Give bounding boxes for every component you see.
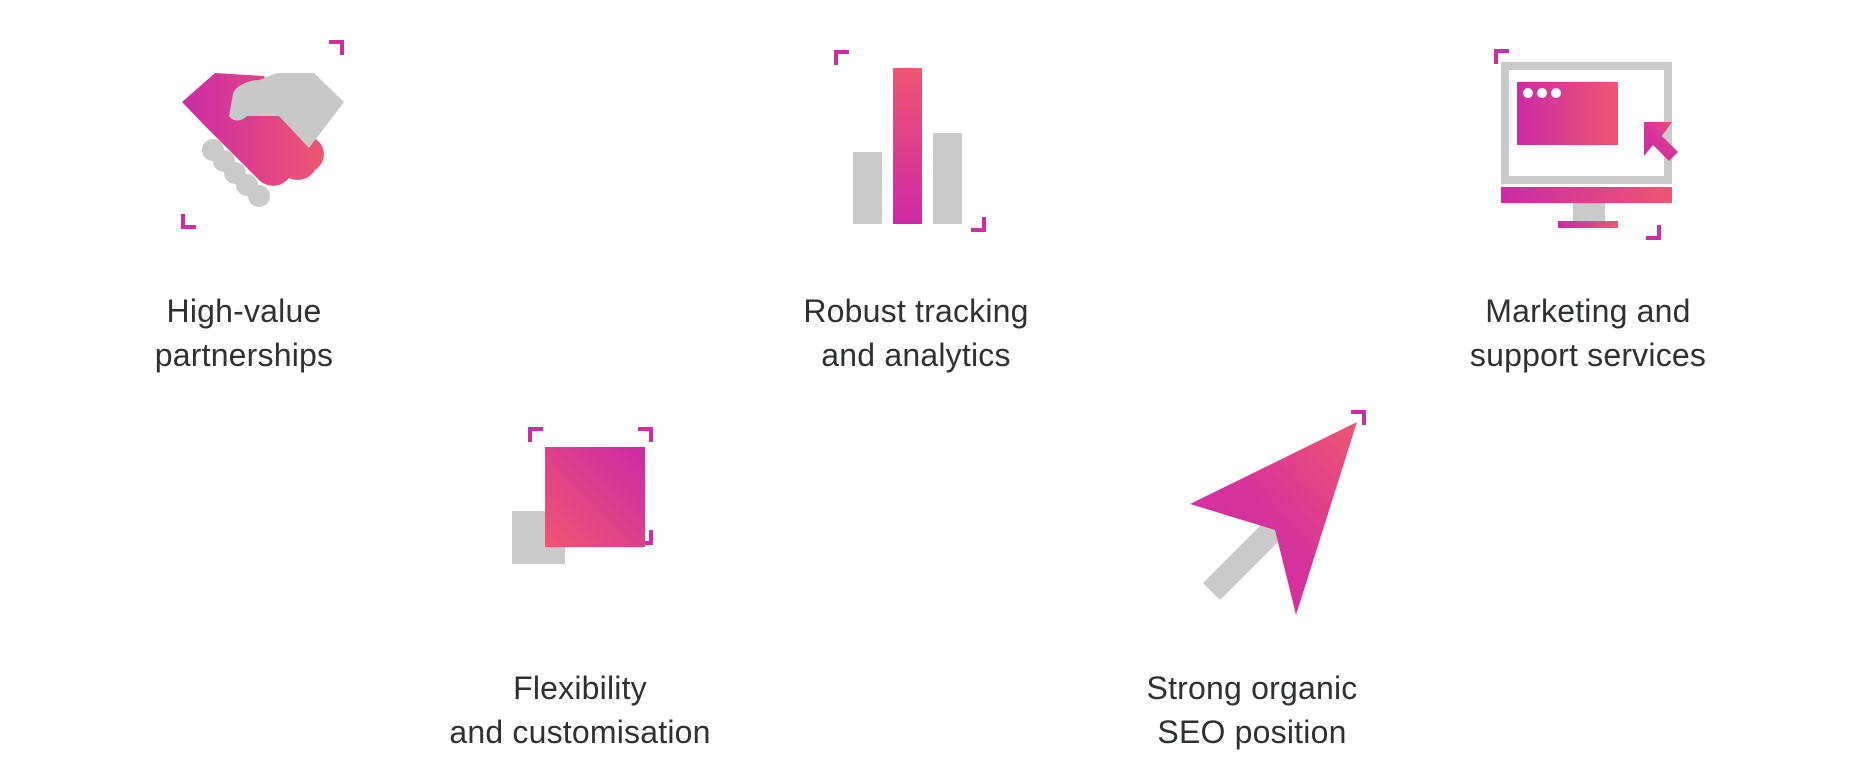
feature-title-line2: SEO position [1157,714,1347,750]
feature-label: Flexibility and customisation [400,666,760,754]
feature-label: Marketing and support services [1408,289,1768,377]
monitor-cursor-icon [1494,49,1678,240]
feature-title-line2: partnerships [154,337,334,373]
feature-title-line1: High-value [166,293,322,329]
bar-chart-icon [834,50,986,232]
feature-title-line2: and analytics [821,337,1011,373]
feature-marketing: Marketing and support services [1408,0,1768,390]
arrow-pointer-icon [1190,410,1366,615]
feature-label: High-value partnerships [64,289,424,377]
overlapping-squares-icon [512,427,653,564]
feature-title-line2: support services [1469,337,1707,373]
feature-tracking: Robust tracking and analytics [736,0,1096,390]
handshake-icon [181,40,344,229]
feature-seo: Strong organic SEO position [1072,400,1432,778]
feature-title-line1: Marketing and [1485,293,1691,329]
feature-title-line1: Robust tracking [803,293,1029,329]
feature-flexibility: Flexibility and customisation [400,400,760,778]
feature-label: Robust tracking and analytics [736,289,1096,377]
feature-partnerships: High-value partnerships [64,0,424,390]
feature-label: Strong organic SEO position [1072,666,1432,754]
feature-title-line1: Strong organic [1146,670,1358,706]
feature-title-line1: Flexibility [513,670,647,706]
feature-title-line2: and customisation [449,714,711,750]
